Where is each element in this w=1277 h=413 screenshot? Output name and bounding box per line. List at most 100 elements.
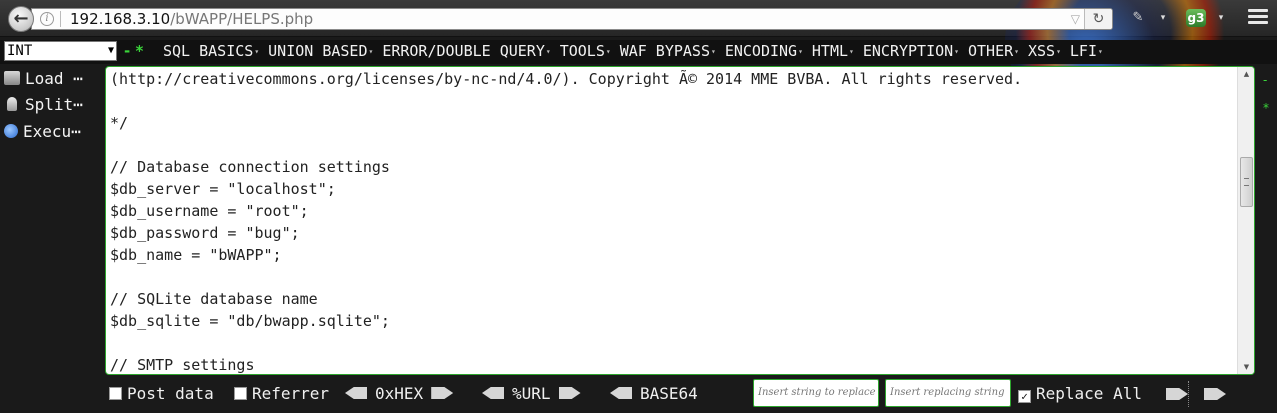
url-encode-arrow-icon[interactable] — [558, 387, 581, 399]
replace-string-input[interactable]: Insert replacing string — [885, 379, 1011, 407]
url-separator — [60, 11, 61, 27]
vertical-scrollbar[interactable]: ▲ ▼ — [1237, 67, 1254, 374]
chevron-down-icon[interactable]: ▾ — [1160, 13, 1166, 23]
info-icon[interactable]: i — [40, 12, 54, 26]
hex-decode-arrow-icon[interactable] — [345, 387, 367, 399]
green-marks: - * — [124, 42, 144, 60]
code-line: */ — [110, 114, 129, 132]
base64-decode-arrow-icon[interactable] — [610, 387, 632, 399]
right-marks: - * — [1263, 66, 1273, 122]
load-url-label: Load ⋯ — [25, 69, 83, 88]
code-line: $db_password = "bug"; — [110, 224, 300, 242]
url-history-dropdown-icon[interactable]: ▽ — [1070, 12, 1080, 26]
menu-label: TOOLS — [559, 42, 605, 60]
code-line — [110, 266, 1232, 288]
url-bar[interactable]: i 192.168.3.10/bWAPP/HELPS.php ▽ ↻ — [31, 8, 1113, 30]
split-icon — [7, 97, 17, 111]
caret-icon: ▾ — [368, 47, 374, 56]
menu-sql-basics[interactable]: SQL BASICS▾ — [163, 41, 259, 63]
caret-icon: ▾ — [1056, 47, 1061, 56]
menu-label: ENCODING — [724, 42, 798, 60]
menu-other[interactable]: OTHER▾ — [968, 41, 1019, 63]
execute-label: Execu⋯ — [23, 122, 81, 141]
scroll-down-icon[interactable]: ▼ — [1243, 363, 1250, 371]
code-line — [110, 90, 1232, 112]
menu-encryption[interactable]: ENCRYPTION▾ — [863, 41, 959, 63]
caret-icon: ▾ — [1014, 47, 1019, 56]
checkbox-box[interactable]: ✓ — [1018, 390, 1031, 403]
code-line: // Database connection settings — [110, 158, 390, 176]
divider — [1188, 381, 1189, 407]
code-line: (http://creativecommons.org/licenses/by-… — [110, 70, 1023, 88]
url-textarea[interactable]: (http://creativecommons.org/licenses/by-… — [105, 66, 1255, 375]
url-label: %URL — [512, 384, 551, 403]
menu-label: SQL BASICS — [163, 42, 254, 60]
replace-arrow-icon[interactable] — [1166, 388, 1188, 400]
reload-icon[interactable]: ↻ — [1084, 9, 1112, 29]
pen-icon[interactable]: ✎ — [1132, 10, 1144, 25]
hamburger-menu-icon[interactable] — [1248, 9, 1268, 27]
caret-icon: ▾ — [545, 47, 551, 56]
replace-all-checkbox[interactable]: ✓ Replace All — [1018, 384, 1142, 404]
find-string-input[interactable]: Insert string to replace — [753, 379, 879, 407]
caret-icon: ▾ — [1098, 47, 1103, 56]
menu-label: WAF BYPASS — [619, 42, 710, 60]
code-line: $db_username = "root"; — [110, 202, 309, 220]
post-data-checkbox[interactable]: Post data — [109, 384, 214, 404]
addon-icon[interactable]: g3 — [1186, 9, 1206, 27]
right-mark-star: * — [1263, 101, 1269, 115]
code-line: $db_name = "bWAPP"; — [110, 246, 282, 264]
hex-label: 0xHEX — [375, 384, 424, 403]
load-url-button[interactable]: Load ⋯ — [4, 68, 104, 90]
hackbar-toolbar: INT ▼ - * SQL BASICS▾ UNION BASED▾ ERROR… — [0, 40, 1277, 64]
url-text[interactable]: 192.168.3.10/bWAPP/HELPS.php — [70, 9, 313, 29]
referrer-checkbox[interactable]: Referrer — [234, 384, 329, 404]
menu-xss[interactable]: XSS▾ — [1028, 41, 1061, 63]
type-select[interactable]: INT ▼ — [4, 41, 117, 61]
caret-icon: ▾ — [254, 47, 260, 56]
scrollbar-thumb[interactable] — [1240, 157, 1253, 207]
right-mark-minus: - — [1263, 73, 1268, 87]
url-decode-arrow-icon[interactable] — [482, 387, 504, 399]
code-line: $db_sqlite = "db/bwapp.sqlite"; — [110, 312, 390, 330]
menu-label: LFI — [1069, 42, 1097, 60]
code-line: // SQLite database name — [110, 290, 318, 308]
hex-encode-arrow-icon[interactable] — [431, 387, 454, 399]
hackbar-bottom-bar: Post data Referrer 0xHEX %URL BASE64 Ins… — [0, 378, 1277, 410]
menu-error-double-query[interactable]: ERROR/DOUBLE QUERY▾ — [382, 41, 550, 63]
checkbox-box[interactable] — [109, 387, 122, 400]
replace-go-arrow-icon[interactable] — [1204, 388, 1226, 400]
menu-label: XSS — [1027, 42, 1056, 60]
code-line: // SMTP settings — [110, 356, 255, 374]
menu-union-based[interactable]: UNION BASED▾ — [268, 41, 373, 63]
replace-all-label: Replace All — [1036, 384, 1142, 403]
back-button[interactable]: ← — [8, 6, 34, 32]
menu-waf-bypass[interactable]: WAF BYPASS▾ — [620, 41, 716, 63]
referrer-label: Referrer — [252, 384, 330, 403]
chevron-down-icon: ▼ — [107, 45, 114, 56]
menu-label: UNION BASED — [268, 42, 368, 60]
hackbar-menu: SQL BASICS▾ UNION BASED▾ ERROR/DOUBLE QU… — [163, 41, 1112, 63]
code-line — [110, 332, 1232, 354]
menu-label: HTML — [811, 42, 849, 60]
url-host: 192.168.3.10 — [70, 10, 171, 28]
menu-encoding[interactable]: ENCODING▾ — [725, 41, 803, 63]
menu-label: ERROR/DOUBLE QUERY — [382, 42, 545, 60]
caret-icon: ▾ — [954, 47, 959, 56]
menu-label: OTHER — [968, 42, 1014, 60]
checkbox-box[interactable] — [234, 387, 247, 400]
chevron-down-icon[interactable]: ▾ — [1218, 13, 1224, 23]
menu-html[interactable]: HTML▾ — [812, 41, 854, 63]
split-url-button[interactable]: Split⋯ — [4, 94, 104, 116]
menu-label: ENCRYPTION — [862, 42, 954, 60]
caret-icon: ▾ — [605, 47, 611, 56]
code-line: $db_server = "localhost"; — [110, 180, 336, 198]
caret-icon: ▾ — [798, 47, 803, 56]
code-line — [110, 134, 1232, 156]
code-text[interactable]: (http://creativecommons.org/licenses/by-… — [110, 68, 1232, 374]
execute-button[interactable]: Execu⋯ — [4, 121, 104, 143]
scroll-up-icon[interactable]: ▲ — [1243, 70, 1250, 78]
menu-lfi[interactable]: LFI▾ — [1070, 41, 1103, 63]
post-data-label: Post data — [127, 384, 214, 403]
menu-tools[interactable]: TOOLS▾ — [560, 41, 611, 63]
